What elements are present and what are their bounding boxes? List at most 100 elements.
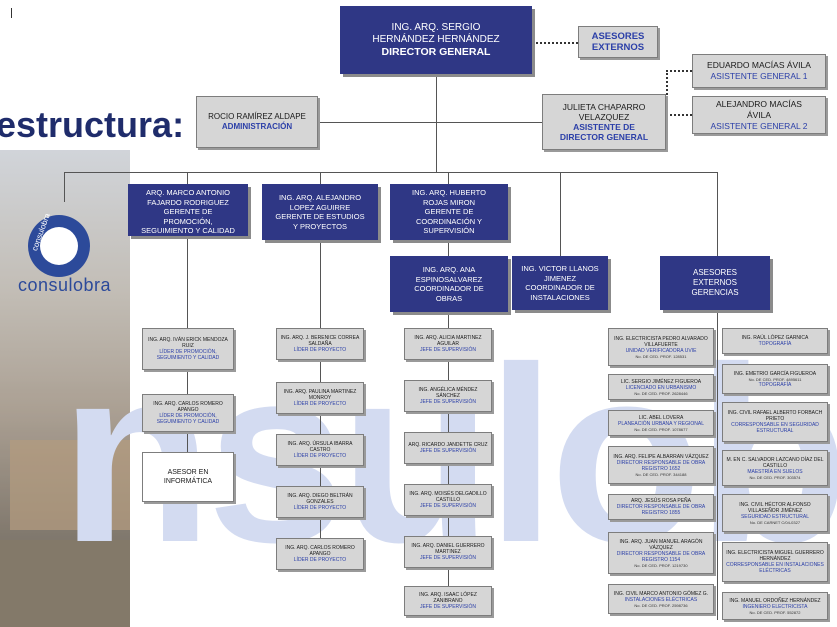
staff-role: JEFE DE SUPERVISIÓN	[419, 448, 477, 454]
director-role: DIRECTOR GENERAL	[381, 46, 491, 58]
staff-role: JEFE DE SUPERVISIÓN	[419, 347, 477, 353]
connector-line	[64, 172, 65, 202]
gerente-coordinacion-box: ING. ARQ. HUBERTO ROJAS MIRON GERENTE DE…	[390, 184, 508, 240]
dotted-connector	[666, 70, 692, 72]
connector-line	[436, 74, 437, 172]
asistente2-name-1: ALEJANDRO MACÍAS	[716, 98, 802, 109]
corner-mark	[11, 8, 12, 18]
staff-detail: No. DE CED. PROF. 1219730	[634, 562, 688, 568]
asistente-general-1-box: EDUARDO MACÍAS ÁVILA ASISTENTE GENERAL 1	[692, 54, 826, 88]
staff-box: ING. ARQ. J. BERENICE CORREA SALDAÑA LÍD…	[276, 328, 364, 360]
staff-box: ING. ARQ. DIEGO BELTRÁN GONZALES LÍDER D…	[276, 486, 364, 518]
staff-role: TOPOGRAFÍA	[758, 381, 792, 388]
staff-role: CORRESPONSABLE EN SEGURIDAD ESTRUCTURAL	[731, 422, 819, 434]
staff-role: INSTALACIONES ELÉCTRICAS	[624, 596, 698, 603]
connector-line	[560, 172, 561, 256]
victor-line-4: INSTALACIONES	[530, 292, 590, 302]
staff-box: LIC. ABEL LOVERA PLANEACIÓN URBANA Y REG…	[608, 410, 714, 436]
asistente-director-box: JULIETA CHAPARRO VELAZQUEZ ASISTENTE DE …	[542, 94, 666, 150]
staff-name: ING. EMETRIO GARCÍA FIGUEROA	[733, 370, 817, 377]
director-name-1: ING. ARQ. SERGIO	[391, 22, 481, 33]
logo-text: consulobra	[18, 275, 112, 295]
staff-name: ARQ. RICARDO JANDETTE CRUZ	[408, 442, 488, 448]
staff-detail: No. DE CED. PROF. 2628446	[634, 390, 688, 396]
staff-detail: No. DE CED. PROF. 2598736	[634, 602, 688, 608]
staff-detail: No. DE CED. PROF. 552872	[749, 609, 801, 615]
staff-box: ASESOR EN INFORMÁTICA	[142, 452, 234, 502]
staff-detail: No. DE CARNET C/04-0327	[749, 519, 801, 525]
staff-name: ING. ARQ. ALICIA MARTINEZ AGUILAR	[414, 335, 482, 347]
staff-name: ING. RAÚL LÓPEZ GARNICA	[741, 335, 809, 341]
staff-role: LICENCIADO EN URBANISMO	[625, 384, 697, 391]
photo-ground	[0, 540, 130, 627]
staff-box: ARQ. JESÚS ROSA PEÑA DIRECTOR RESPONSABL…	[608, 494, 714, 520]
staff-detail: No. DE CED. PROF. 303574	[749, 474, 801, 480]
staff-name: ING. ARQ. MOISÉS DELGADILLO CASTILLO	[409, 491, 487, 503]
staff-role: JEFE DE SUPERVISIÓN	[419, 503, 477, 509]
staff-role: LÍDER DE PROYECTO	[293, 453, 347, 459]
connector-line	[64, 172, 718, 173]
staff-name: LIC. SERGIO JIMÉNEZ FIGUEROA	[620, 378, 702, 385]
staff-role: DIRECTOR RESPONSABLE DE OBRA REGISTRO 11…	[616, 550, 706, 563]
staff-name: ING. ARQ. J. BERENICE CORREA SALDAÑA	[280, 335, 360, 347]
asistente2-role: ASISTENTE GENERAL 2	[710, 120, 808, 131]
coordinador-instalaciones-box: ING. VICTOR LLANOS JIMENEZ COORDINADOR D…	[512, 256, 608, 310]
asistente-general-2-box: ALEJANDRO MACÍAS ÁVILA ASISTENTE GENERAL…	[692, 96, 826, 134]
connector-line	[187, 172, 188, 184]
staff-name: ING. ARQ. DANIEL GUERRERO MARTINEZ	[411, 543, 485, 555]
staff-box: ARQ. RICARDO JANDETTE CRUZ JEFE DE SUPER…	[404, 432, 492, 464]
staff-box: LIC. SERGIO JIMÉNEZ FIGUEROA LICENCIADO …	[608, 374, 714, 400]
asesores-externos-box: ASESORES EXTERNOS	[578, 26, 658, 58]
ana-line-3: COORDINADOR DE	[414, 284, 484, 293]
staff-box: ING. ARQ. ISAAC LÓPEZ ZANIBRANO JEFE DE …	[404, 586, 492, 616]
marco-line-2: FAJARDO RODRIGUEZ	[147, 197, 229, 207]
connector-line	[318, 122, 542, 123]
logo-compass-icon	[40, 227, 78, 265]
ana-line-1: ING. ARQ. ANA	[422, 265, 476, 274]
director-name-2: HERNÁNDEZ HERNÁNDEZ	[372, 34, 500, 45]
photo-wall	[10, 440, 130, 530]
dotted-connector	[666, 70, 668, 114]
staff-detail: No. DE CED. PROF. 4895611	[748, 376, 802, 382]
marco-line-4: PROMOCIÓN,	[163, 216, 213, 226]
staff-box: ING. ELECTRICISTA PEDRO ALVARADO VILLAFU…	[608, 328, 714, 366]
staff-role: JEFE DE SUPERVISIÓN	[419, 555, 477, 561]
victor-line-3: COORDINADOR DE	[525, 283, 595, 292]
staff-role: LÍDER DE PROMOCIÓN, SEGUIMIENTO Y CALIDA…	[156, 413, 220, 425]
staff-box: ING. ANGÉLICA MÉNDEZ SÁNCHEZ JEFE DE SUP…	[404, 380, 492, 412]
connector-line	[717, 310, 718, 620]
asesores-gerencias-line-3: GERENCIAS	[691, 288, 739, 297]
staff-name: ING. CIVIL MARCO ANTONIO GÓMEZ G.	[613, 590, 709, 597]
staff-name: ING. ARQ. PAULINA MARTINEZ MONROY	[283, 389, 357, 401]
staff-box: ING. ARQ. MOISÉS DELGADILLO CASTILLO JEF…	[404, 484, 492, 516]
dotted-connector	[532, 42, 578, 44]
coordinador-obras-box: ING. ARQ. ANA ESPINOSALVAREZ COORDINADOR…	[390, 256, 508, 312]
ana-line-4: OBRAS	[435, 293, 463, 303]
staff-name: ING. ARQ. CARLOS ROMERO APANGO	[153, 401, 223, 413]
staff-role: LÍDER DE PROYECTO	[293, 505, 347, 511]
staff-role: PLANEACIÓN URBANA Y REGIONAL	[618, 420, 704, 427]
staff-name: ING. ARQ. IVÁN ERICK MENDOZA RUIZ	[148, 337, 228, 349]
staff-role: LÍDER DE PROMOCIÓN, SEGUIMIENTO Y CALIDA…	[156, 349, 220, 361]
asistente1-role: ASISTENTE GENERAL 1	[710, 71, 808, 81]
staff-name: ING. ARQ. FELIPE ALBARRAN VÁZQUEZ	[613, 453, 709, 460]
director-general-box: ING. ARQ. SERGIO HERNÁNDEZ HERNÁNDEZ DIR…	[340, 6, 532, 74]
staff-name: ING. ELECTRICISTA PEDRO ALVARADO VILLAFU…	[614, 335, 708, 348]
ana-line-2: ESPINOSALVAREZ	[415, 274, 483, 284]
dotted-connector	[666, 114, 692, 116]
staff-box: ING. ARQ. PAULINA MARTINEZ MONROY LÍDER …	[276, 382, 364, 414]
huberto-line-3: GERENTE DE	[424, 207, 474, 217]
huberto-line-5: SUPERVISIÓN	[423, 226, 475, 236]
staff-name: M. EN C. SALVADOR LAZCANO DÍAZ DEL CASTI…	[726, 456, 824, 469]
connector-line	[717, 172, 718, 256]
gerente-promocion-box: ARQ. MARCO ANTONIO FAJARDO RODRIGUEZ GER…	[128, 184, 248, 236]
staff-box: ING. ARQ. DANIEL GUERRERO MARTINEZ JEFE …	[404, 536, 492, 568]
staff-box: ING. EMETRIO GARCÍA FIGUEROA No. DE CED.…	[722, 364, 828, 394]
victor-line-1: ING. VICTOR LLANOS	[521, 264, 599, 273]
asistente1-name: EDUARDO MACÍAS ÁVILA	[707, 60, 811, 70]
staff-name: ASESOR EN INFORMÁTICA	[163, 469, 213, 485]
staff-name: ING. ARQ. ÚRSULA IBARRA CASTRO	[287, 441, 353, 453]
asesores-gerencias-box: ASESORES EXTERNOS GERENCIAS	[660, 256, 770, 310]
connector-line	[320, 172, 321, 184]
staff-role: MAESTRÍA EN SUELOS	[747, 468, 803, 475]
